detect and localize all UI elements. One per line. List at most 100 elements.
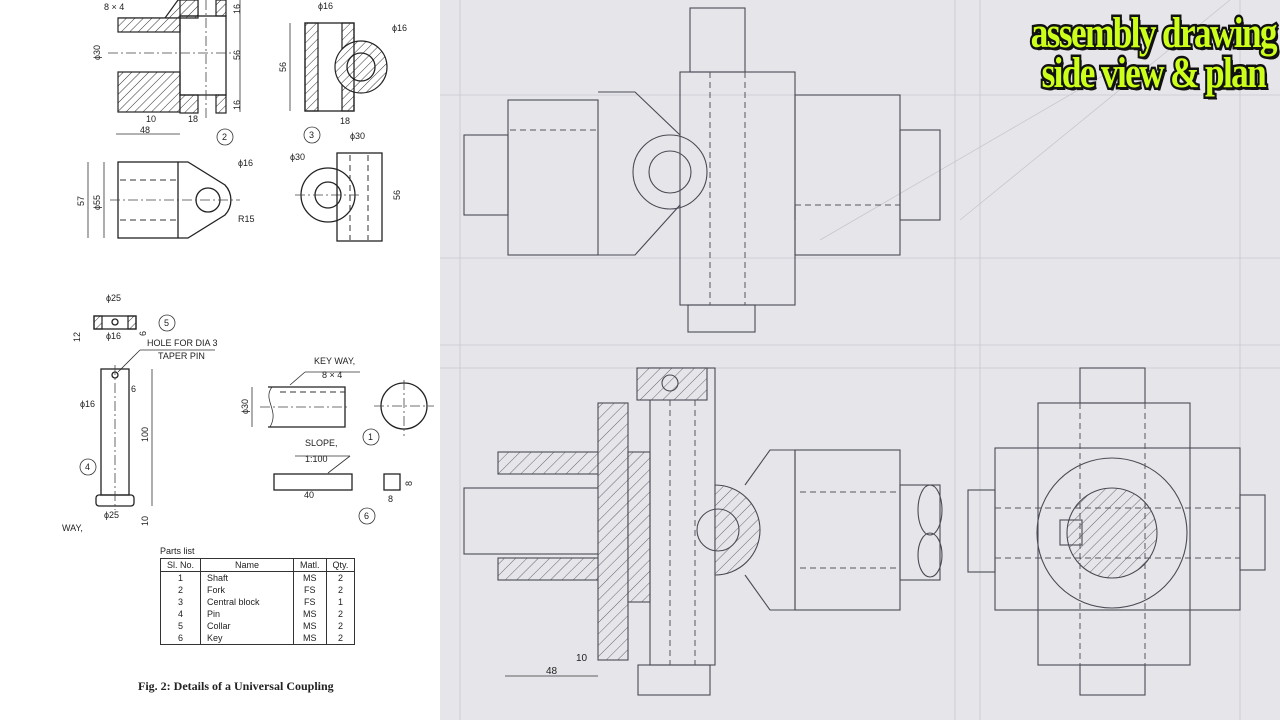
parts-table-cell: 2 bbox=[325, 632, 356, 645]
parts-table-cell: Key bbox=[200, 632, 295, 645]
key-view: SLOPE, 1:100 40 8 8 6 bbox=[273, 438, 414, 525]
pin-view: 6 ϕ16 100 ϕ25 10 4 WAY, bbox=[62, 365, 153, 533]
slope-value: 1:100 bbox=[305, 454, 328, 464]
way-fragment-label: WAY, bbox=[62, 523, 83, 533]
dim-label: 18 bbox=[188, 114, 198, 124]
dim-label: 57 bbox=[76, 196, 86, 206]
banner-line-2: side view & plan bbox=[1040, 50, 1269, 98]
fork-section-view: 8 × 4 ϕ30 56 16 16 10 18 48 2 bbox=[92, 0, 242, 146]
dim-label: ϕ16 bbox=[392, 23, 407, 33]
part-number: 6 bbox=[364, 511, 369, 521]
dim-label: 6 bbox=[131, 384, 136, 394]
parts-table-cell: Shaft bbox=[200, 571, 295, 584]
dim-label: ϕ30 bbox=[92, 45, 102, 60]
col-header: Sl. No. bbox=[159, 558, 202, 572]
collar-note-line1: HOLE FOR DIA 3 bbox=[147, 338, 218, 348]
collar-note-line2: TAPER PIN bbox=[158, 351, 205, 361]
parts-table-cell: 2 bbox=[325, 571, 356, 584]
assembly-sectional-view: 10 48 bbox=[463, 367, 943, 696]
sketch-dim-10: 10 bbox=[576, 653, 588, 664]
textbook-detail-drawings: 8 × 4 ϕ30 56 16 16 10 18 48 2 57 ϕ55 ϕ16… bbox=[0, 0, 440, 720]
parts-table-cell: 1 bbox=[325, 596, 356, 608]
parts-table-cell: 2 bbox=[325, 620, 356, 632]
shaft-view: ϕ30 KEY WAY, 8 × 4 1 bbox=[240, 356, 434, 446]
dim-label: ϕ30 bbox=[290, 152, 305, 162]
detail-drawings-svg: 8 × 4 ϕ30 56 16 16 10 18 48 2 57 ϕ55 ϕ16… bbox=[62, 0, 434, 533]
figure-caption: Fig. 2: Details of a Universal Coupling bbox=[138, 679, 334, 693]
dim-label: 10 bbox=[140, 516, 150, 526]
col-header: Name bbox=[200, 558, 295, 572]
dim-label: 6 bbox=[138, 331, 148, 336]
parts-table-cell: Central block bbox=[200, 596, 295, 608]
dim-label: 18 bbox=[340, 116, 350, 126]
banner-line-1: assembly drawing bbox=[1029, 10, 1280, 58]
fork-keyway-label: 8 × 4 bbox=[104, 2, 124, 12]
central-block-views: ϕ16 56 ϕ16 18 3 ϕ30 ϕ30 56 bbox=[278, 1, 407, 242]
parts-table-cell: 3 bbox=[159, 596, 202, 608]
parts-table-cell: MS bbox=[293, 571, 327, 584]
dim-label: ϕ16 bbox=[80, 399, 95, 409]
parts-table-cell: 5 bbox=[159, 620, 202, 632]
part-number: 5 bbox=[164, 318, 169, 328]
col-header: Qty. bbox=[325, 558, 356, 572]
dim-label: ϕ16 bbox=[318, 1, 333, 11]
dim-label: 12 bbox=[72, 332, 82, 342]
dim-label: 16 bbox=[232, 100, 242, 110]
keyway-size: 8 × 4 bbox=[322, 370, 342, 380]
dim-label: ϕ16 bbox=[106, 331, 121, 341]
dim-label: 56 bbox=[232, 50, 242, 60]
parts-table-cell: 2 bbox=[325, 584, 356, 596]
part-number: 2 bbox=[222, 132, 227, 142]
dim-label: 40 bbox=[304, 490, 314, 500]
slope-label: SLOPE, bbox=[305, 438, 338, 448]
parts-table-cell: Collar bbox=[200, 620, 295, 632]
dim-label: 100 bbox=[140, 427, 150, 442]
parts-table-cell: MS bbox=[293, 620, 327, 632]
dim-label: 16 bbox=[232, 4, 242, 14]
parts-table-cell: 2 bbox=[159, 584, 202, 596]
dim-label: ϕ16 bbox=[238, 158, 253, 168]
parts-table-cell: MS bbox=[293, 632, 327, 645]
parts-table-cell: Fork bbox=[200, 584, 295, 596]
assembly-plan-view bbox=[967, 367, 1266, 696]
dim-label: 48 bbox=[140, 125, 150, 135]
dim-label: ϕ25 bbox=[106, 293, 121, 303]
dim-label: 56 bbox=[278, 62, 288, 72]
dim-label: 10 bbox=[146, 114, 156, 124]
sketch-dim-48: 48 bbox=[546, 666, 558, 677]
dim-label: ϕ30 bbox=[350, 131, 365, 141]
parts-table-cell: FS bbox=[293, 584, 327, 596]
parts-table-cell: 4 bbox=[159, 608, 202, 620]
dim-label: ϕ55 bbox=[92, 195, 102, 210]
parts-table-cell: Pin bbox=[200, 608, 295, 620]
dim-label: ϕ30 bbox=[240, 399, 250, 414]
dim-label: R15 bbox=[238, 214, 255, 224]
dim-label: ϕ25 bbox=[104, 510, 119, 520]
dim-label: 56 bbox=[392, 190, 402, 200]
assembly-front-view bbox=[463, 7, 941, 333]
parts-list-title: Parts list bbox=[160, 546, 195, 556]
parts-table-cell: 2 bbox=[325, 608, 356, 620]
part-number: 1 bbox=[368, 432, 373, 442]
collar-view: ϕ25 12 ϕ16 6 5 HOLE FOR DIA 3 TAPER PIN bbox=[72, 293, 218, 373]
video-title-banner: assembly drawing side view & plan bbox=[1029, 10, 1280, 98]
part-number: 4 bbox=[85, 462, 90, 472]
part-number: 3 bbox=[309, 130, 314, 140]
parts-table-cell: 1 bbox=[159, 571, 202, 584]
fork-plan-view: 57 ϕ55 ϕ16 R15 bbox=[76, 158, 255, 239]
parts-table-cell: FS bbox=[293, 596, 327, 608]
col-header: Matl. bbox=[293, 558, 327, 572]
dim-label: 8 bbox=[388, 494, 393, 504]
dim-label: 8 bbox=[404, 481, 414, 486]
construction-lines bbox=[440, 0, 1280, 720]
pencil-assembly-drawing: 10 48 assembly drawing side view & plan bbox=[440, 0, 1280, 720]
keyway-label: KEY WAY, bbox=[314, 356, 355, 366]
